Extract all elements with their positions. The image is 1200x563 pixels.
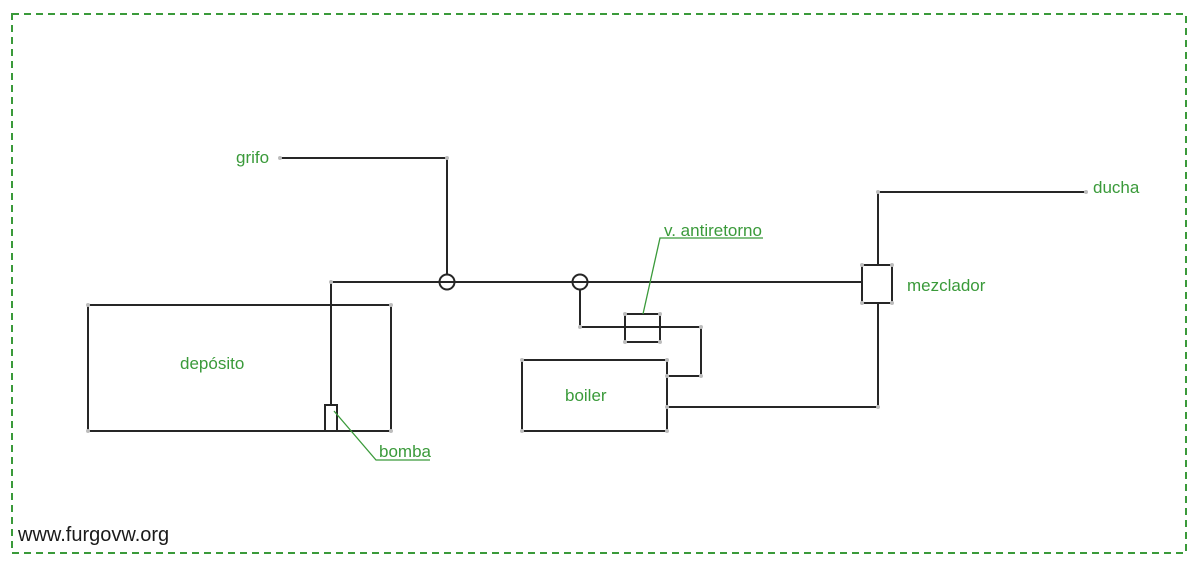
label-antiretorno: v. antiretorno — [664, 221, 762, 240]
diagram-frame — [11, 13, 1187, 554]
label-grifo: grifo — [236, 148, 269, 167]
label-deposito: depósito — [180, 354, 244, 373]
pump-symbol — [324, 404, 338, 432]
pump-leader — [333, 410, 430, 461]
label-bomba: bomba — [379, 442, 432, 461]
faucet-pipe — [279, 157, 448, 283]
label-boiler: boiler — [565, 386, 607, 405]
shower-pipe — [877, 191, 1087, 266]
check-valve-leader — [642, 237, 763, 315]
tank-box — [87, 304, 392, 432]
site-watermark: www.furgovw.org — [17, 524, 169, 546]
joint-dots — [86, 156, 1088, 433]
label-mezclador: mezclador — [907, 276, 986, 295]
mixer-symbol — [861, 264, 893, 304]
hot-water-pipe — [666, 302, 879, 408]
label-ducha: ducha — [1093, 178, 1140, 197]
boiler-box — [521, 359, 668, 432]
